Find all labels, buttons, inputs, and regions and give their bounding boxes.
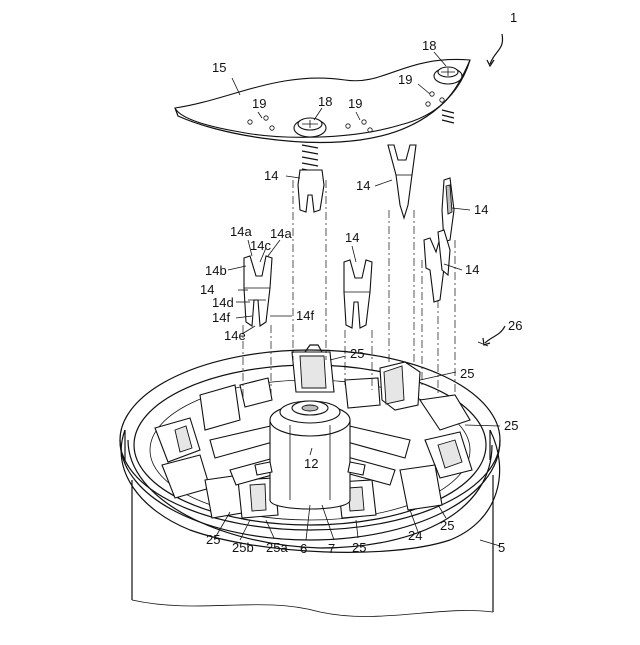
label-14a-left: 14a xyxy=(230,224,252,239)
label-24: 24 xyxy=(408,528,422,543)
mounting-plate xyxy=(175,59,470,172)
label-5: 5 xyxy=(498,540,505,555)
label-26: 26 xyxy=(508,318,522,333)
label-14-middle: 14 xyxy=(345,230,359,245)
label-25a: 25a xyxy=(266,540,288,555)
label-25-bottom: 25 xyxy=(352,540,366,555)
label-25-top: 25 xyxy=(350,346,364,361)
label-25b: 25b xyxy=(232,540,254,555)
terminal-right-upper xyxy=(388,145,416,218)
label-15: 15 xyxy=(212,60,226,75)
label-14d: 14d xyxy=(212,295,234,310)
label-6: 6 xyxy=(300,541,307,556)
label-19-center: 19 xyxy=(348,96,362,111)
label-14-right-side: 14 xyxy=(474,202,488,217)
label-19-left: 19 xyxy=(252,96,266,111)
label-14b: 14b xyxy=(205,263,227,278)
label-14-right-lower: 14 xyxy=(465,262,479,277)
label-14c: 14c xyxy=(250,238,271,253)
label-14e: 14e xyxy=(224,328,246,343)
label-19-right: 19 xyxy=(398,72,412,87)
label-1: 1 xyxy=(510,10,517,25)
label-25-right: 25 xyxy=(504,418,518,433)
terminal-left-detail xyxy=(244,256,272,326)
label-18-right: 18 xyxy=(422,38,436,53)
label-25-upper-right: 25 xyxy=(460,366,474,381)
label-14f-right: 14f xyxy=(296,308,314,323)
label-14a-right: 14a xyxy=(270,226,292,241)
label-18-center: 18 xyxy=(318,94,332,109)
label-7: 7 xyxy=(328,541,335,556)
label-14f-left: 14f xyxy=(212,310,230,325)
label-25-bottom-left: 25 xyxy=(206,532,220,547)
terminal-center-top xyxy=(298,170,324,212)
terminal-middle xyxy=(344,260,372,328)
terminal-right-lower xyxy=(424,230,450,302)
label-12: 12 xyxy=(304,456,318,471)
label-14-right-upper: 14 xyxy=(356,178,370,193)
label-14-center-top: 14 xyxy=(264,168,278,183)
label-25-lower-right: 25 xyxy=(440,518,454,533)
